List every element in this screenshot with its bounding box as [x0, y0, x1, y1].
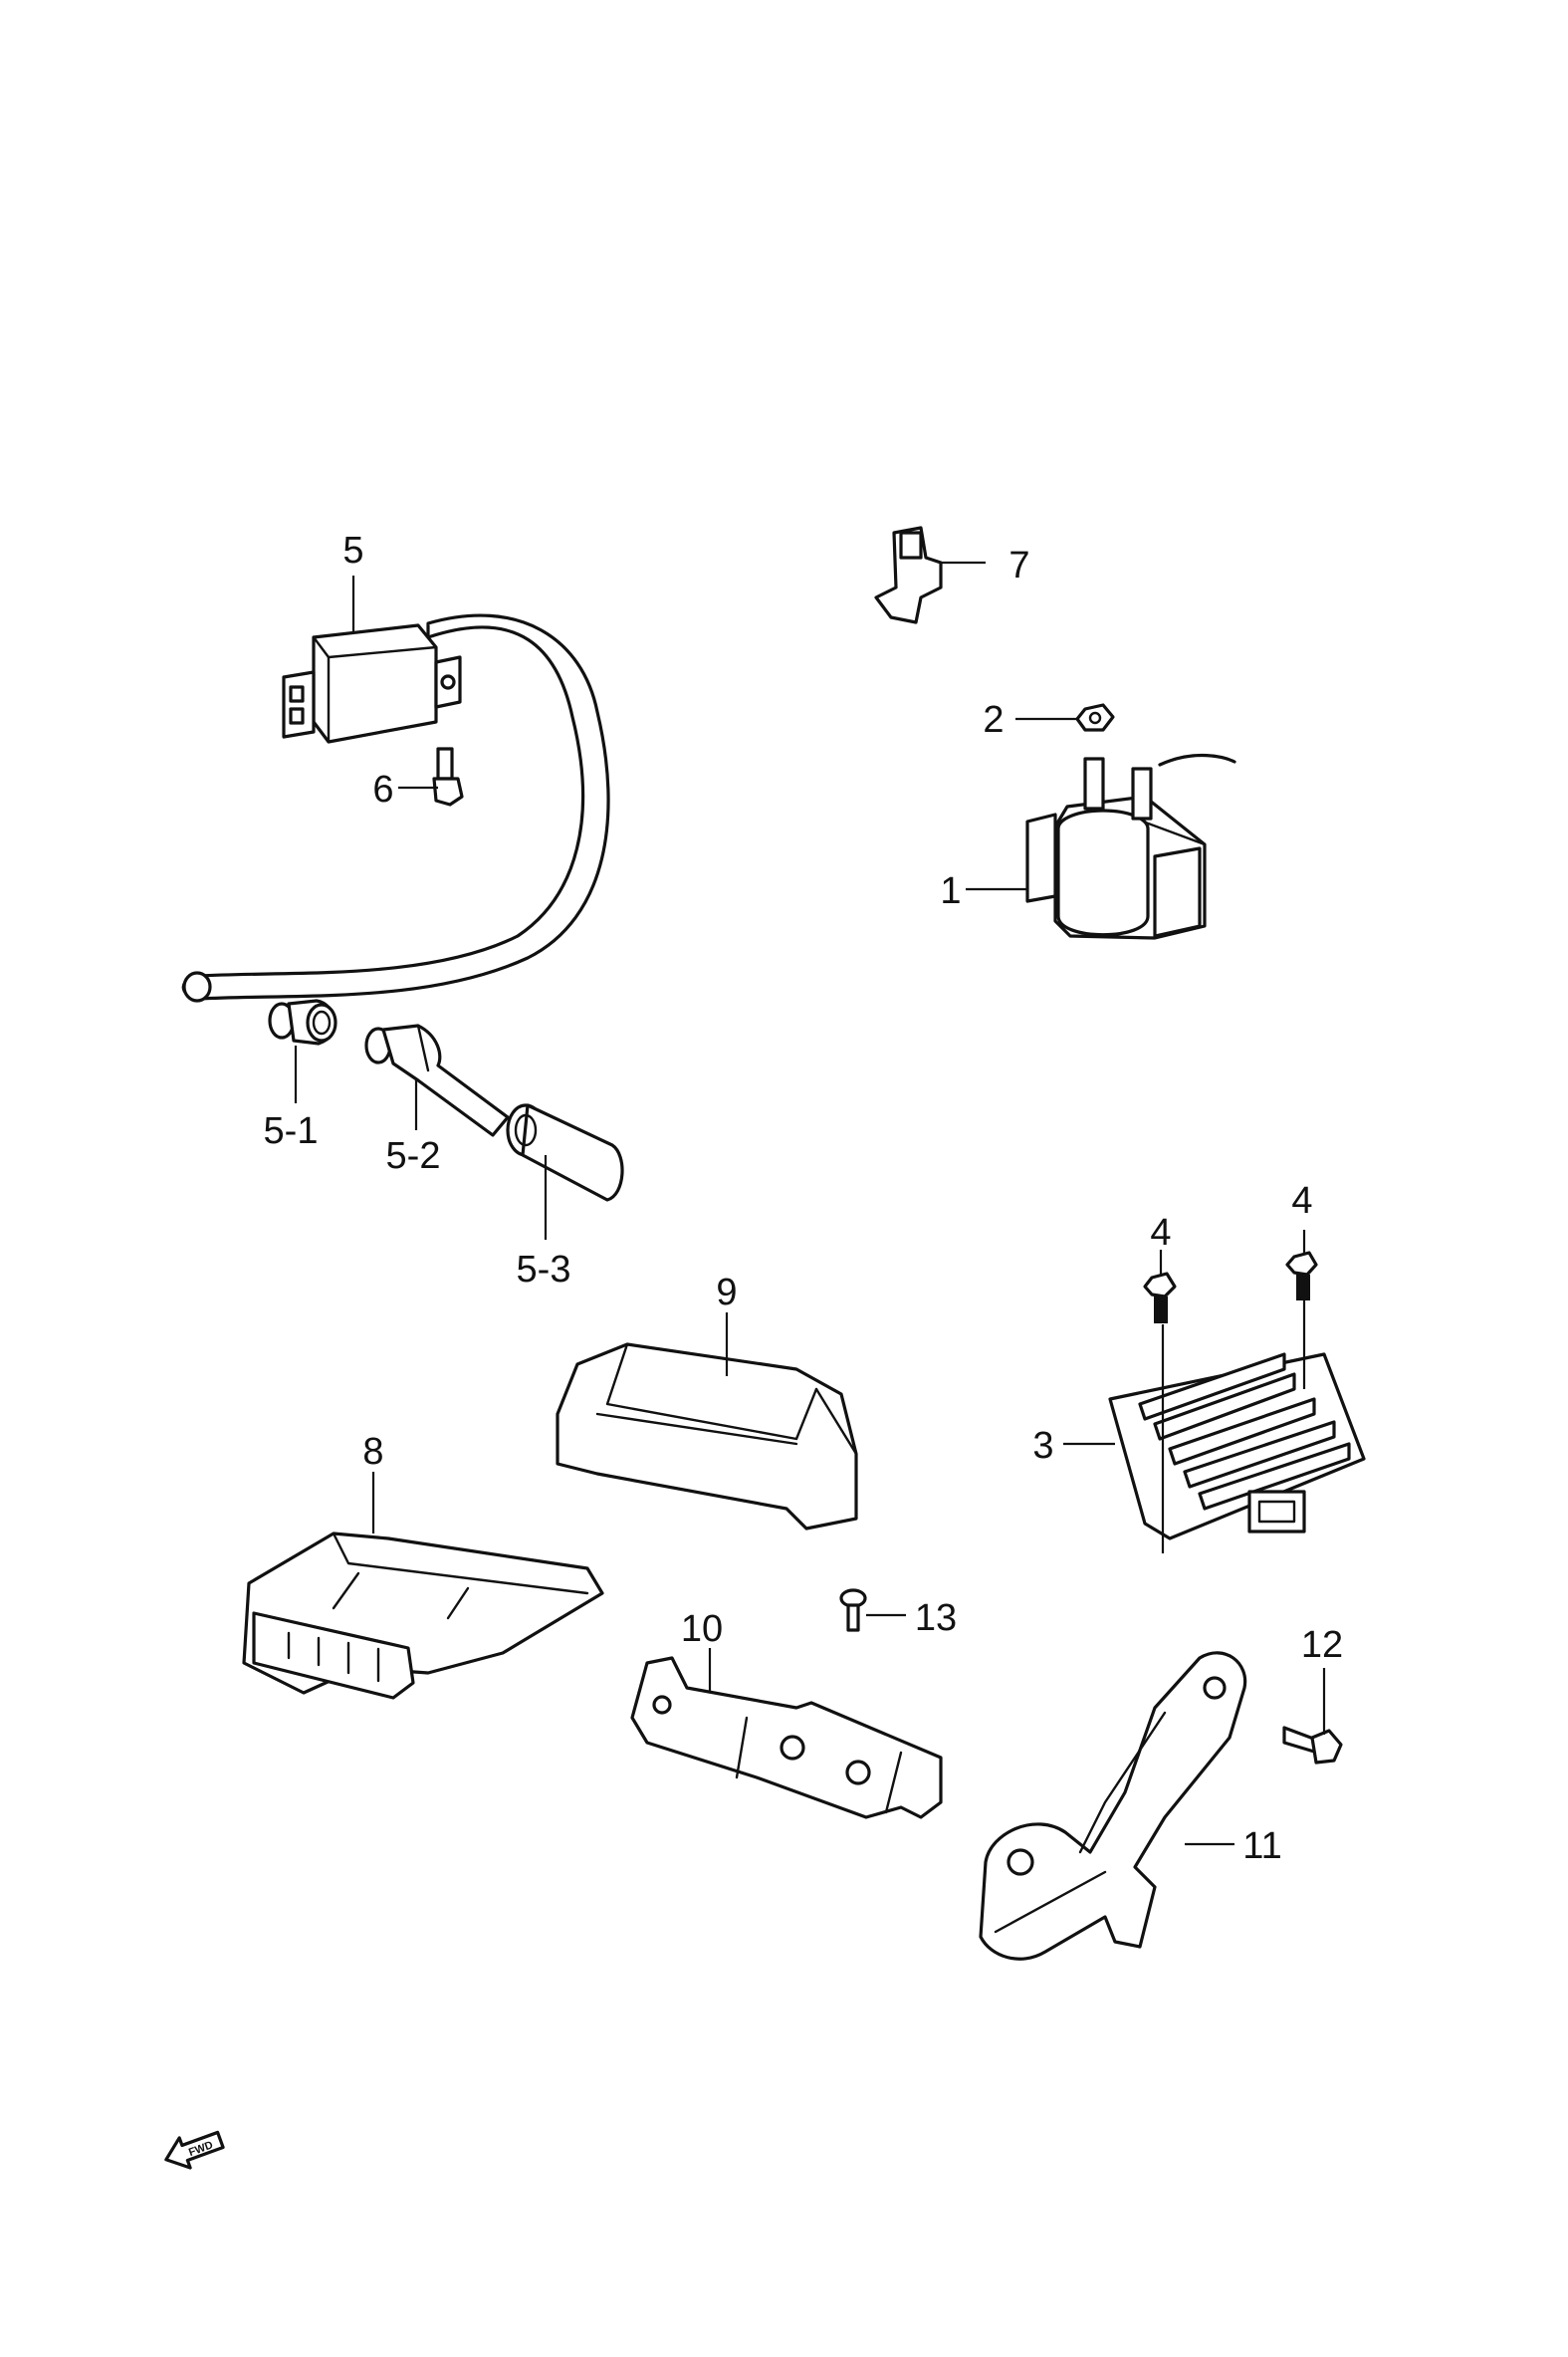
plug-cap-elbow — [364, 1024, 510, 1137]
callout-5-2: 5-2 — [386, 1135, 441, 1177]
starter-relay — [1025, 753, 1236, 940]
callout-8: 8 — [362, 1431, 383, 1473]
wire-clamp — [874, 526, 943, 624]
callout-3: 3 — [1032, 1425, 1053, 1467]
terminal-nut — [1075, 703, 1115, 732]
callout-2: 2 — [983, 699, 1004, 741]
fwd-arrow-icon: FWD — [164, 2130, 225, 2170]
coil-bolt — [432, 747, 464, 807]
callout-4-left: 4 — [1150, 1212, 1171, 1254]
callout-10: 10 — [681, 1608, 723, 1650]
ecu-module — [242, 1532, 604, 1700]
callout-5-1: 5-1 — [264, 1110, 319, 1152]
plug-cap-boot — [506, 1103, 624, 1202]
bracket-bolt — [1282, 1726, 1343, 1765]
mounting-bracket — [979, 1651, 1247, 1961]
callout-1: 1 — [940, 870, 961, 912]
leader-lines — [294, 561, 1326, 1846]
callout-4-right: 4 — [1291, 1180, 1312, 1222]
callout-6: 6 — [372, 769, 393, 811]
callout-labels: 5 6 5-1 5-2 5-3 7 2 1 4 4 3 9 8 10 13 12… — [264, 530, 1344, 1867]
callout-5: 5 — [342, 530, 363, 572]
ignition-coil — [181, 613, 610, 1003]
ecu-cover — [556, 1342, 858, 1531]
plug-cap-seal — [268, 999, 337, 1046]
ecu-bracket — [630, 1656, 943, 1819]
callout-9: 9 — [716, 1272, 737, 1313]
regulator-bolt-right — [1285, 1251, 1318, 1300]
regulator-bolt-left — [1143, 1272, 1177, 1323]
callout-11: 11 — [1242, 1825, 1281, 1867]
regulator-rectifier — [1108, 1299, 1366, 1553]
callout-12: 12 — [1301, 1624, 1343, 1666]
callout-5-3: 5-3 — [517, 1249, 571, 1291]
callout-7: 7 — [1008, 545, 1029, 587]
cover-screw — [839, 1588, 867, 1632]
callout-13: 13 — [915, 1597, 957, 1639]
